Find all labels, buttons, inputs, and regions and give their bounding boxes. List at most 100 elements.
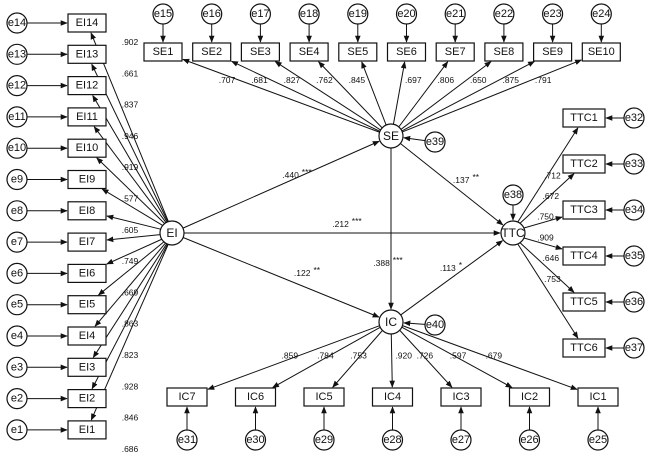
- error-e29: [313, 429, 335, 451]
- indicator-se10: [581, 42, 621, 62]
- indicator-ei14-label: EI14: [76, 17, 99, 29]
- error-path-e40: [403, 320, 426, 327]
- loading-se3: .827: [284, 75, 301, 85]
- error-e21-label: e21: [446, 8, 464, 20]
- error-e20-label: e20: [397, 8, 415, 20]
- error-e35: [623, 245, 645, 267]
- indicator-ttc6-label: TTC6: [570, 342, 598, 354]
- indicator-ei11-label: EI11: [76, 111, 98, 123]
- loading-ic7: .859: [282, 350, 299, 360]
- indicator-ei3-label: EI3: [79, 361, 96, 373]
- indicator-ei7: [67, 232, 107, 252]
- loading-path-ei5: [97, 241, 165, 296]
- error-e10-label: e10: [8, 142, 26, 154]
- indicator-ic4: [371, 387, 414, 407]
- loading-ei8: .605: [122, 225, 139, 235]
- indicator-ic6: [234, 387, 277, 407]
- loading-path-ei8: [106, 214, 161, 230]
- error-e19-label: e19: [349, 8, 367, 20]
- loading-se6: .697: [405, 75, 422, 85]
- significance-stars: ***: [302, 167, 313, 177]
- error-e1-label: e1: [11, 424, 23, 436]
- latent-ttc-label: TTC: [501, 226, 525, 240]
- loading-ic5: .753: [350, 350, 367, 360]
- indicator-ei6: [67, 263, 107, 283]
- latent-ei-label: EI: [166, 226, 177, 240]
- error-e24: [590, 3, 612, 25]
- loading-path-se7: [398, 61, 449, 128]
- loading-path-se9: [401, 61, 536, 132]
- indicator-se3: [240, 42, 280, 62]
- indicator-ttc5-label: TTC5: [570, 296, 598, 308]
- error-e26: [518, 429, 541, 451]
- indicator-ei13: [67, 44, 107, 64]
- error-e25-label: e25: [589, 434, 607, 446]
- indicator-ic7-label: IC7: [178, 391, 195, 403]
- error-e23: [541, 3, 564, 25]
- indicator-se7-label: SE7: [445, 46, 466, 58]
- error-e28: [381, 429, 404, 451]
- indicator-ei5: [67, 295, 107, 315]
- error-e27: [450, 429, 472, 451]
- error-e31: [176, 429, 198, 451]
- coefficient-value: .122: [294, 268, 311, 278]
- indicator-ei9: [67, 169, 107, 190]
- indicator-ttc5: [562, 292, 606, 312]
- loading-ei1: .686: [122, 444, 139, 454]
- error-e6-label: e6: [11, 267, 23, 279]
- error-e5: [6, 294, 28, 316]
- indicator-ei12-label: EI12: [76, 80, 99, 92]
- loading-path-ei6: [106, 238, 162, 265]
- error-e37-label: e37: [625, 342, 643, 354]
- indicator-ic6-label: IC6: [247, 391, 264, 403]
- loading-path-ic1: [402, 325, 578, 390]
- loading-path-se5: [361, 61, 387, 126]
- loading-ei9: .577: [122, 194, 139, 204]
- indicator-ttc6: [562, 338, 606, 358]
- error-e25: [587, 429, 609, 451]
- error-e9: [6, 168, 28, 191]
- indicator-se5-label: SE5: [347, 46, 368, 58]
- loading-path-ic6: [272, 326, 381, 388]
- error-e29-label: e29: [315, 434, 333, 446]
- error-e8: [6, 200, 28, 222]
- error-e16-label: e16: [203, 8, 221, 20]
- loading-path-ei9: [101, 188, 163, 226]
- error-e2: [6, 388, 28, 410]
- error-e19: [347, 3, 369, 25]
- indicator-ei4: [67, 326, 107, 346]
- indicator-ei2-label: EI2: [79, 393, 96, 405]
- loading-ic6: .784: [317, 350, 334, 360]
- indicator-ic5: [303, 387, 345, 407]
- indicator-ic1-label: IC1: [589, 391, 606, 403]
- indicator-ic4-label: IC4: [384, 391, 401, 403]
- error-e38: [502, 184, 524, 206]
- loading-path-ic4: [389, 333, 395, 388]
- loading-path-ic2: [401, 326, 513, 388]
- error-e39-label: e39: [426, 136, 444, 148]
- indicator-ei9-label: EI9: [79, 174, 96, 186]
- significance-stars: *: [459, 260, 463, 270]
- loading-path-ei10: [96, 157, 165, 224]
- error-e20: [395, 3, 418, 25]
- indicator-se9-label: SE9: [542, 46, 563, 58]
- error-e5-label: e5: [11, 299, 23, 311]
- path-ei-ic: [182, 237, 380, 318]
- path-ic-ttc-coefficient: .113*: [440, 260, 463, 273]
- error-e15-label: e15: [154, 8, 172, 20]
- loading-ttc1: .712: [544, 170, 561, 180]
- indicator-ic3: [440, 387, 482, 407]
- loading-ttc5: .646: [543, 253, 560, 263]
- loading-path-ei7: [106, 234, 161, 243]
- error-e23-label: e23: [543, 8, 561, 20]
- loading-ei2: .846: [122, 413, 139, 423]
- latent-ic: [378, 309, 404, 335]
- latent-ttc: [500, 220, 526, 246]
- loading-ei6: .669: [122, 287, 139, 297]
- error-e40-label: e40: [426, 319, 444, 331]
- error-e16: [201, 3, 223, 25]
- error-path-e39: [403, 135, 426, 142]
- loading-path-ic7: [207, 325, 380, 390]
- loading-path-ic5: [332, 330, 383, 388]
